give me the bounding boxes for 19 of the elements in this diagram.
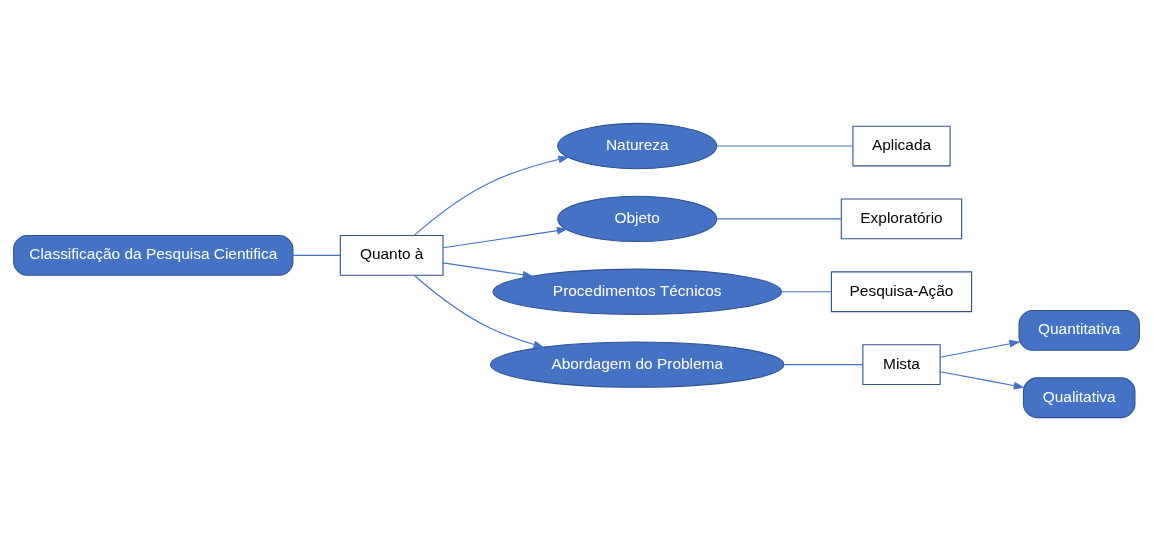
- arrow: [442, 226, 569, 248]
- arrow: [413, 274, 545, 348]
- connector: [781, 290, 832, 292]
- connector: [716, 145, 854, 147]
- node-box: Exploratório: [840, 198, 963, 239]
- arrow: [413, 155, 570, 236]
- arrow: [939, 370, 1025, 389]
- node-box: Quanto à: [339, 234, 444, 276]
- node-box: Quantitativa: [1018, 309, 1140, 351]
- connector: [783, 363, 863, 365]
- connector: [292, 254, 341, 256]
- node-box: Pesquisa-Ação: [830, 270, 973, 312]
- arrow: [442, 261, 534, 279]
- node-box: Aplicada: [852, 125, 951, 166]
- node-box: Mista: [862, 343, 941, 385]
- arrow: [939, 339, 1021, 358]
- connector: [716, 217, 842, 219]
- node-box: Qualitativa: [1022, 376, 1136, 418]
- node-box: Classificação da Pesquisa Cientifica: [13, 234, 294, 276]
